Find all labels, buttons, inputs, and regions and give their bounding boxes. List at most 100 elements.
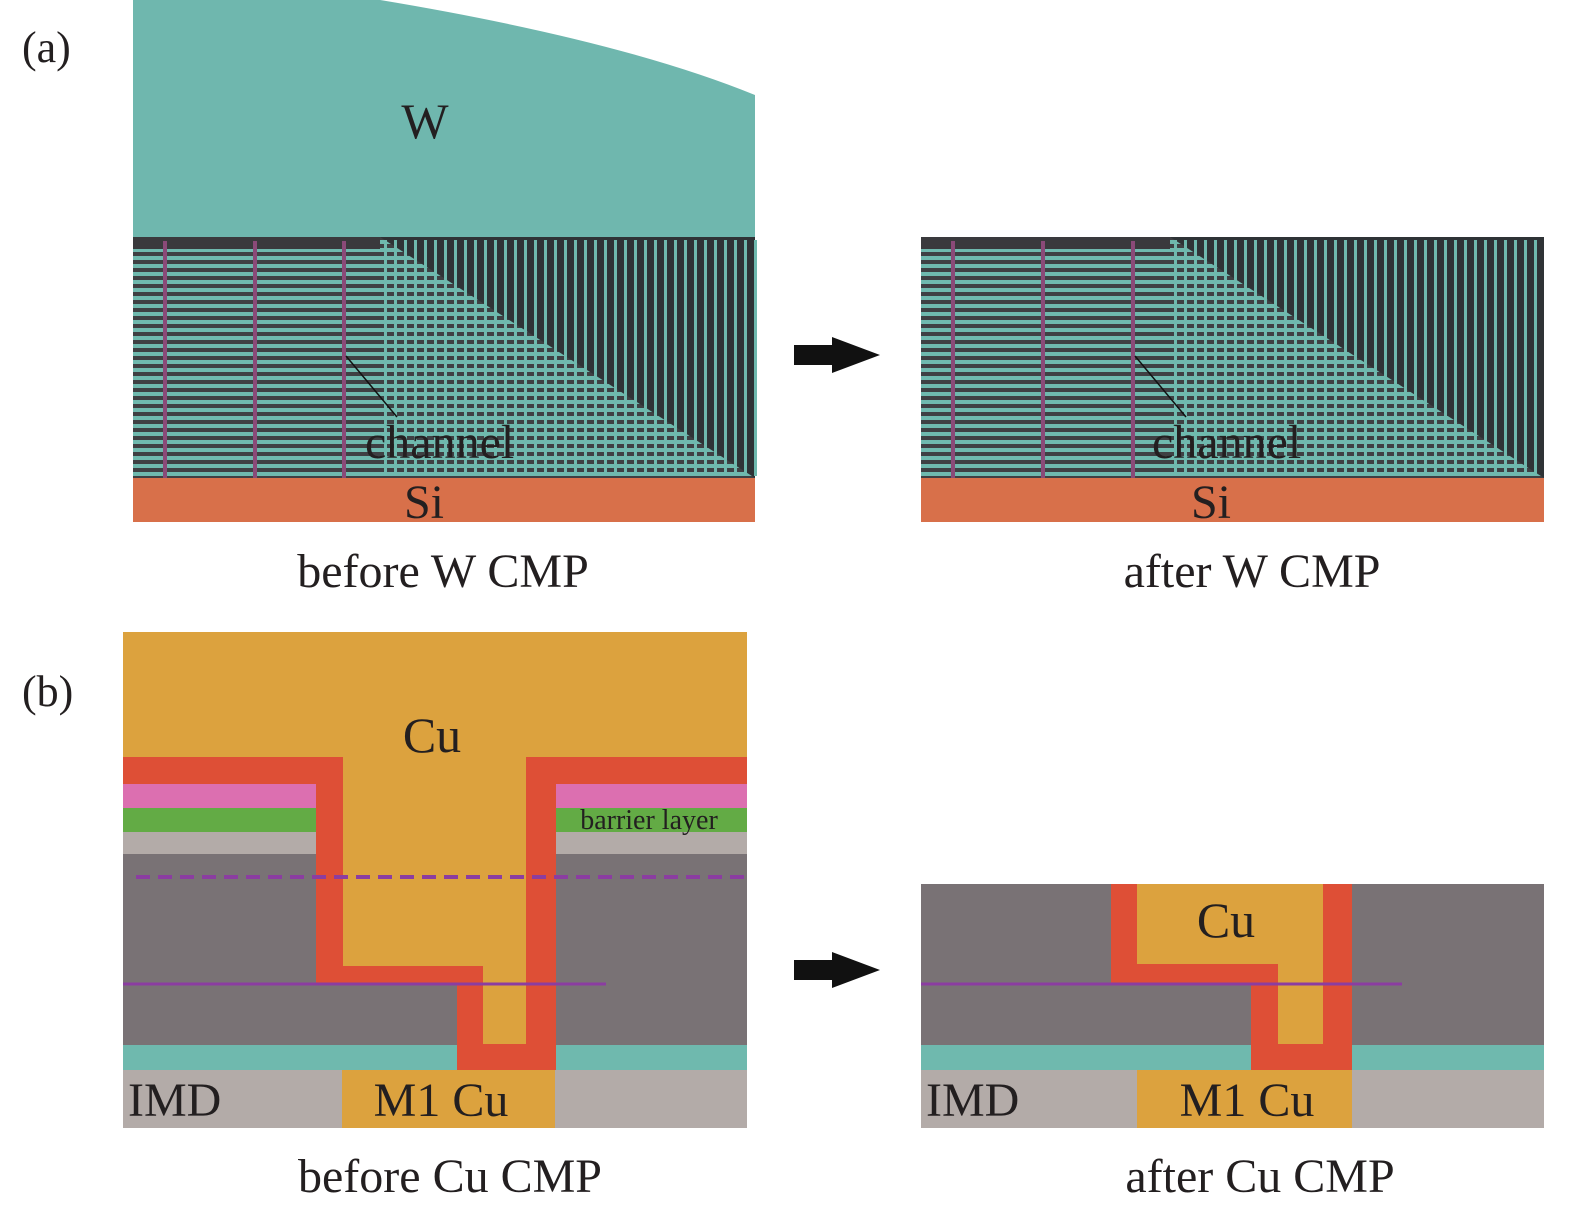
- cap-layer: [921, 1045, 1544, 1070]
- stair-stripe: [1284, 240, 1287, 476]
- stair-stripe: [664, 240, 667, 476]
- channel-1: [951, 241, 955, 478]
- stair-stripe: [514, 240, 517, 476]
- stair-stripe: [464, 240, 467, 476]
- stair-stripe: [1424, 240, 1427, 476]
- stair-stripe: [404, 240, 407, 476]
- left-liner-top: [123, 757, 343, 784]
- stair-stripe: [424, 240, 427, 476]
- stair-stripe: [1444, 240, 1447, 476]
- stair-stripe: [674, 240, 677, 476]
- arrow-icon: [794, 337, 880, 373]
- stair-stripe: [1304, 240, 1307, 476]
- imd-label: IMD: [926, 1074, 1019, 1127]
- staircase-stack: [921, 237, 1544, 479]
- channel-label: channel: [365, 416, 514, 469]
- stair-stripe: [634, 240, 637, 476]
- arrow-icon: [794, 952, 880, 988]
- stair-stripe: [1234, 240, 1237, 476]
- stair-stripe: [1384, 240, 1387, 476]
- channel-1: [163, 241, 167, 478]
- right-barrier-layer: [556, 808, 747, 832]
- stair-stripe: [494, 240, 497, 476]
- stair-stripe: [1254, 240, 1257, 476]
- channel-pointer: [345, 355, 398, 418]
- m1-copper: [1137, 1070, 1352, 1128]
- stair-stripe: [584, 240, 587, 476]
- caption-after-w-cmp: after W CMP: [1124, 545, 1381, 598]
- stair-stripe: [554, 240, 557, 476]
- stair-stripe: [604, 240, 607, 476]
- left-pink-layer: [123, 784, 316, 808]
- stair-stripe: [624, 240, 627, 476]
- caption-before-cu-cmp: before Cu CMP: [298, 1150, 602, 1203]
- stair-stripe: [754, 240, 757, 476]
- imd-label: IMD: [128, 1074, 221, 1127]
- stair-stripe: [474, 240, 477, 476]
- stair-stripe: [1264, 240, 1267, 476]
- stair-stripe: [384, 240, 387, 476]
- stair-stripe: [484, 240, 487, 476]
- stair-stripe: [1374, 240, 1377, 476]
- m1-copper: [342, 1070, 555, 1128]
- stair-stripe: [1214, 240, 1217, 476]
- stair-stripe: [1514, 240, 1517, 476]
- stair-stripe: [524, 240, 527, 476]
- stair-stripe: [1334, 240, 1337, 476]
- panel-b-label: (b): [22, 667, 73, 716]
- stair-stripe: [564, 240, 567, 476]
- stair-vertical-stripes: [384, 240, 757, 476]
- lower-dielectric: [123, 983, 747, 1045]
- stair-stripe: [594, 240, 597, 476]
- stair-stripe: [504, 240, 507, 476]
- stair-stripe: [694, 240, 697, 476]
- stair-stripe: [1244, 240, 1247, 476]
- stair-stripe: [1294, 240, 1297, 476]
- panel-a-label: (a): [22, 23, 71, 72]
- copper-overburden: [123, 632, 747, 757]
- left-barrier-layer: [123, 808, 316, 832]
- left-dielectric: [123, 854, 316, 983]
- stair-stripe: [1194, 240, 1197, 476]
- stair-stripe: [1364, 240, 1367, 476]
- stair-stripe: [1324, 240, 1327, 476]
- stair-stripe: [654, 240, 657, 476]
- w-after-structure: channel Si: [921, 237, 1544, 529]
- left-gray-layer: [123, 832, 316, 854]
- right-liner-top: [527, 757, 747, 784]
- trench-via-copper: [1137, 884, 1323, 1044]
- silicon-substrate: [921, 478, 1544, 522]
- top-hardmask: [921, 237, 1170, 249]
- stair-stripe: [1474, 240, 1477, 476]
- stair-layers: [921, 237, 1544, 478]
- stair-stripe: [1394, 240, 1397, 476]
- stair-stripe: [1224, 240, 1227, 476]
- barrier-label: barrier layer: [580, 805, 718, 836]
- stair-stripe: [1484, 240, 1487, 476]
- silicon-label: Si: [1191, 476, 1231, 529]
- channel-3: [1131, 241, 1135, 478]
- stair-stripe: [1404, 240, 1407, 476]
- stair-stripe: [1534, 240, 1537, 476]
- caption-after-cu-cmp: after Cu CMP: [1125, 1150, 1394, 1203]
- channel-pointer: [1134, 355, 1187, 418]
- cu-after-structure: Cu IMD M1 Cu: [921, 884, 1544, 1128]
- copper-label: Cu: [403, 707, 461, 763]
- tungsten-overburden: [133, 0, 755, 237]
- silicon-substrate: [133, 478, 755, 522]
- stair-stripe: [454, 240, 457, 476]
- stair-stripe: [534, 240, 537, 476]
- cap-layer: [123, 1045, 747, 1070]
- stair-stripe: [544, 240, 547, 476]
- caption-before-w-cmp: before W CMP: [297, 545, 589, 598]
- stair-stripe: [1504, 240, 1507, 476]
- stair-stripe: [1344, 240, 1347, 476]
- tungsten-label: W: [401, 93, 449, 149]
- stair-stripe: [734, 240, 737, 476]
- right-gray-layer: [556, 832, 747, 854]
- stair-stripe: [1414, 240, 1417, 476]
- stair-stripe: [1174, 240, 1177, 476]
- stair-stripe: [614, 240, 617, 476]
- stair-vertical-stripes: [1174, 240, 1537, 476]
- trench-via-copper: [343, 757, 526, 1044]
